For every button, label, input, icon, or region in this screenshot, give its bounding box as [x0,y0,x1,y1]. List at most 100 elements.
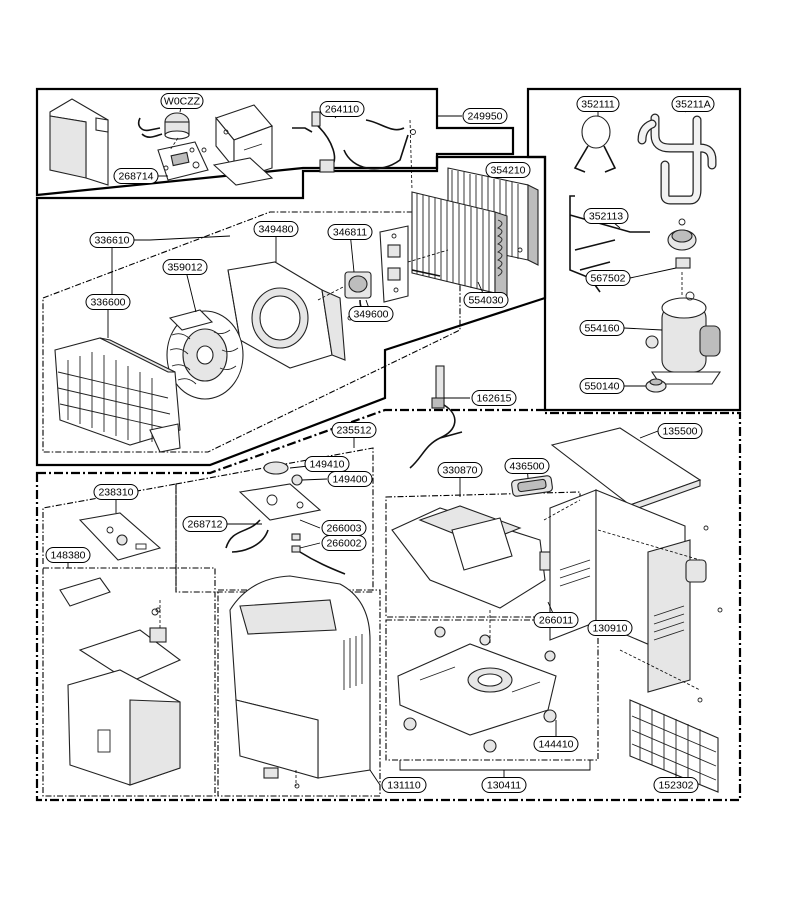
part-number-text: 238310 [98,487,133,499]
part-label-box [89,232,135,248]
frame-fan-inner [42,211,461,453]
sub-frames [42,211,599,797]
part-label-box [463,292,509,308]
part-label-box [579,320,625,336]
base-pan [397,643,557,736]
part-label-box [533,612,579,628]
part-label-w0czz: W0CZZ [160,93,204,109]
part-label-352113: 352113 [583,208,629,224]
frame-control-box [35,87,515,197]
part-label-135500: 135500 [657,423,703,439]
part-number-text: 149410 [309,459,344,471]
part-label-354210: 354210 [485,162,531,178]
part-label-149400: 149400 [327,471,373,487]
part-number-text: 266011 [539,615,573,627]
bucket-float [59,577,182,683]
frame-lower-cabinet [35,408,742,802]
fan-blower [166,309,244,400]
part-label-35211a: 35211A [671,96,715,112]
part-number-text: 235512 [336,425,371,437]
part-label-330870: 330870 [437,462,483,478]
part-label-148380: 148380 [45,547,91,563]
part-number-text: 354210 [490,165,525,177]
part-number-text: 130910 [592,623,627,635]
part-label-box [579,378,625,394]
part-number-text: 249950 [467,111,502,123]
water-bucket [67,669,181,786]
part-label-238310: 238310 [93,484,139,500]
part-label-266002: 266002 [321,535,367,551]
part-label-box [348,306,394,322]
part-number-text: 554160 [584,323,619,335]
part-number-text: 266003 [326,523,361,535]
part-label-box [331,422,377,438]
part-label-152302: 152302 [653,777,699,793]
control-bracket [212,104,274,186]
part-number-text: 336600 [90,297,125,309]
part-label-144410: 144410 [533,736,579,752]
part-label-349480: 349480 [253,221,299,237]
part-label-554160: 554160 [579,320,625,336]
part-label-box [653,777,699,793]
casters [403,626,557,753]
part-number-text: 162615 [476,393,511,405]
capacitor [137,112,190,140]
part-number-text: 268712 [187,519,222,531]
part-label-249950: 249950 [462,108,508,124]
part-number-text: 130411 [487,780,521,792]
part-label-266003: 266003 [321,520,367,536]
part-label-box [319,101,365,117]
part-label-436500: 436500 [504,458,550,474]
part-label-149410: 149410 [304,456,350,472]
part-label-box [576,96,620,112]
part-number-text: 349480 [258,224,293,236]
part-label-346811: 346811 [327,224,373,240]
pipe-assembly [637,113,717,205]
frame-refrigerant [526,87,742,412]
assembly-guides [159,119,701,786]
part-label-349600: 349600 [348,306,394,322]
filter-handle [511,475,553,497]
top-cover [550,427,702,512]
air-guide [54,337,181,453]
part-number-text: 330870 [442,465,477,477]
compressor-terminal [667,218,697,269]
part-label-box [587,620,633,636]
part-label-162615: 162615 [471,390,517,406]
part-label-box [160,93,204,109]
part-label-box [327,224,373,240]
part-label-336610: 336610 [89,232,135,248]
part-label-268712: 268712 [182,516,228,532]
part-number-text: 567502 [590,273,625,285]
harness [292,111,416,173]
fan-shroud [227,261,346,369]
part-label-359012: 359012 [162,259,208,275]
part-number-text: 35211A [675,99,710,111]
part-label-box [583,208,629,224]
frame-pcb [175,447,374,593]
part-label-130910: 130910 [587,620,633,636]
part-number-text: 349600 [353,309,388,321]
air-filter [629,699,719,793]
part-label-554030: 554030 [463,292,509,308]
part-number-text: 359012 [167,262,202,274]
parts-artwork [49,98,723,793]
part-label-264110: 264110 [319,101,365,117]
frame-base [385,619,599,761]
part-label-box [504,458,550,474]
part-number-text: 266002 [326,538,361,550]
part-number-text: 264110 [325,104,359,116]
part-label-box [657,423,703,439]
section-frames [35,87,742,802]
control-box-cover [49,98,109,186]
drain-pan [391,505,553,609]
part-label-box [471,390,517,406]
control-board [157,141,209,181]
part-number-text: 352113 [589,211,623,223]
capillary-tube [569,195,650,293]
part-number-text: 554030 [468,295,503,307]
part-number-text: 131110 [387,780,421,792]
part-label-box [113,168,159,184]
part-label-266011: 266011 [533,612,579,628]
